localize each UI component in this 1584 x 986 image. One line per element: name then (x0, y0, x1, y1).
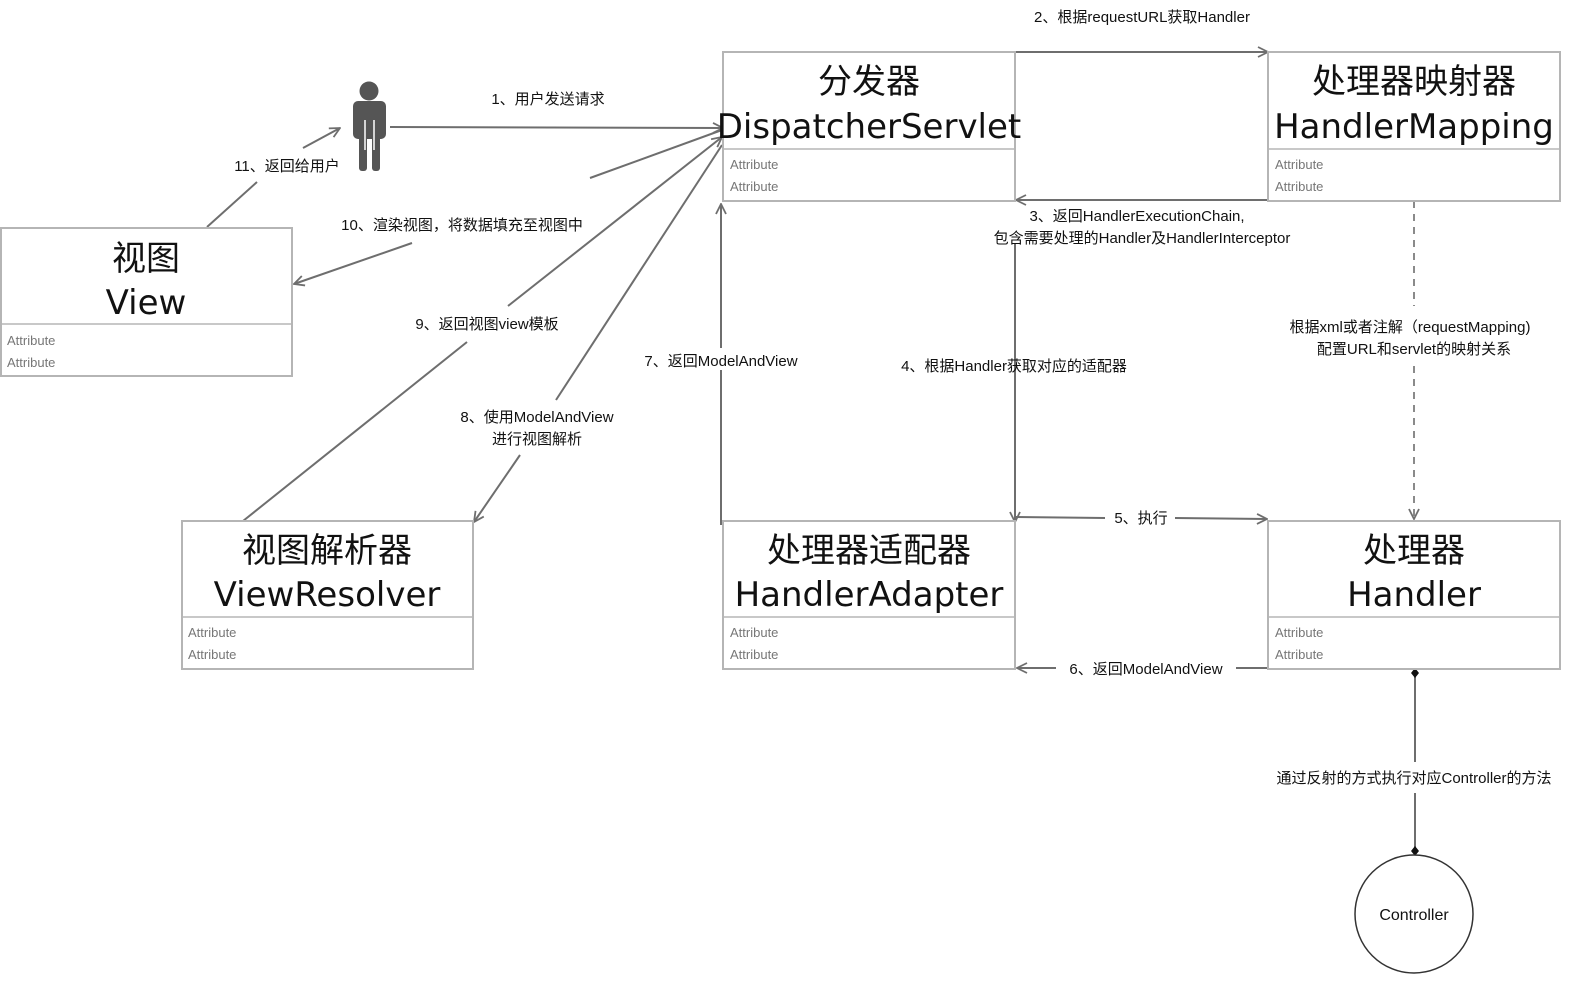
diamond-icon (1411, 668, 1419, 678)
edge-8-resolve-view: 8、使用ModelAndView 进行视图解析 (460, 144, 723, 522)
edge-handler-to-controller: 通过反射的方式执行对应Controller的方法 (1276, 668, 1552, 856)
handler-adapter-box: 处理器适配器 HandlerAdapter Attribute Attribut… (722, 520, 1016, 670)
resolver-title-cn: 视图解析器 (242, 531, 412, 571)
edge-5-label: 5、执行 (1114, 510, 1167, 527)
user-icon (353, 81, 386, 171)
resolver-attribute: Attribute (188, 647, 236, 662)
edge-1-label: 1、用户发送请求 (491, 91, 604, 108)
edge-6-return-modelandview: 6、返回ModelAndView (1017, 661, 1268, 678)
edge-6-label: 6、返回ModelAndView (1069, 661, 1222, 678)
view-title-en: View (106, 283, 187, 323)
mapping-note-line1: 根据xml或者注解（requestMapping) (1290, 319, 1531, 336)
mapping-attribute: Attribute (1275, 157, 1323, 172)
edge-1-user-request: 1、用户发送请求 (389, 91, 723, 128)
resolver-attribute: Attribute (188, 625, 236, 640)
dispatcher-title-en: DispatcherServlet (717, 107, 1022, 147)
edge-3-label-line2: 包含需要处理的Handler及HandlerInterceptor (994, 230, 1291, 247)
mapping-title-en: HandlerMapping (1274, 107, 1554, 147)
edge-mapping-to-handler: 根据xml或者注解（requestMapping) 配置URL和servlet的… (1290, 201, 1531, 519)
edge-11-return-to-user: 11、返回给用户 (206, 128, 340, 228)
dispatcher-attribute: Attribute (730, 179, 778, 194)
edge-3-return-chain: 3、返回HandlerExecutionChain, 包含需要处理的Handle… (994, 200, 1291, 247)
adapter-title-en: HandlerAdapter (735, 575, 1004, 615)
edge-9-return-view-template: 9、返回视图view模板 (242, 137, 722, 522)
dispatcher-attribute: Attribute (730, 157, 778, 172)
view-resolver-box: 视图解析器 ViewResolver Attribute Attribute (181, 520, 474, 670)
view-box: 视图 View Attribute Attribute (0, 227, 293, 377)
view-attribute: Attribute (7, 355, 55, 370)
controller-note: 通过反射的方式执行对应Controller的方法 (1276, 769, 1551, 787)
controller-node: Controller (1354, 854, 1474, 974)
edge-5-execute: 5、执行 (1015, 510, 1267, 527)
adapter-title-cn: 处理器适配器 (767, 531, 971, 571)
mapping-attribute: Attribute (1275, 179, 1323, 194)
dispatcher-title-cn: 分发器 (818, 62, 920, 102)
edge-8-label-line1: 8、使用ModelAndView (460, 409, 613, 426)
edge-10-render-view: 10、渲染视图，将数据填充至视图中 (294, 129, 723, 284)
handler-title-cn: 处理器 (1363, 531, 1465, 571)
edge-10-label: 10、渲染视图，将数据填充至视图中 (341, 217, 583, 234)
edge-4-label: 4、根据Handler获取对应的适配器 (901, 357, 1127, 375)
diamond-icon (1411, 846, 1419, 856)
controller-label: Controller (1379, 907, 1449, 924)
adapter-attribute: Attribute (730, 625, 778, 640)
adapter-attribute: Attribute (730, 647, 778, 662)
mapping-note-line2: 配置URL和servlet的映射关系 (1317, 341, 1511, 358)
edge-8-label-line2: 进行视图解析 (492, 431, 582, 448)
handler-title-en: Handler (1347, 575, 1481, 615)
view-attribute: Attribute (7, 333, 55, 348)
edge-2-get-handler: 2、根据requestURL获取Handler (1005, 9, 1268, 52)
handler-mapping-box: 处理器映射器 HandlerMapping Attribute Attribut… (1267, 51, 1561, 202)
edge-7-return-modelandview: 7、返回ModelAndView (632, 204, 810, 525)
dispatcher-servlet-box: 分发器 DispatcherServlet Attribute Attribut… (717, 51, 1022, 202)
edge-9-label: 9、返回视图view模板 (415, 315, 558, 333)
handler-attribute: Attribute (1275, 625, 1323, 640)
edge-3-label-line1: 3、返回HandlerExecutionChain, (1029, 208, 1244, 225)
view-title-cn: 视图 (112, 239, 180, 279)
edge-2-label: 2、根据requestURL获取Handler (1034, 9, 1250, 26)
handler-box: 处理器 Handler Attribute Attribute (1267, 520, 1561, 670)
resolver-title-en: ViewResolver (214, 575, 441, 615)
mapping-title-cn: 处理器映射器 (1312, 62, 1516, 102)
edge-7-label: 7、返回ModelAndView (644, 353, 797, 370)
edge-11-label: 11、返回给用户 (234, 158, 340, 175)
edge-4-get-adapter: 4、根据Handler获取对应的适配器 (901, 244, 1127, 522)
handler-attribute: Attribute (1275, 647, 1323, 662)
